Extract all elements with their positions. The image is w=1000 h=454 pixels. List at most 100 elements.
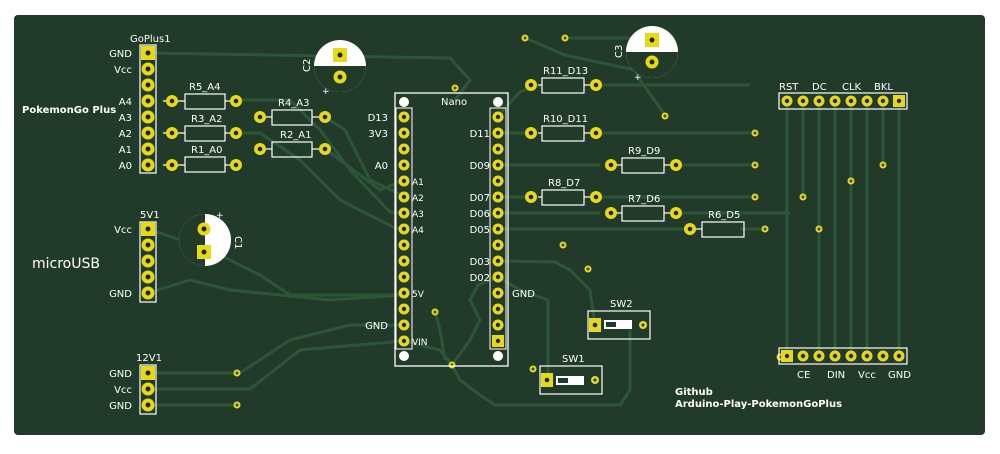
switch-sw1 — [539, 365, 603, 395]
nano-left-hole — [401, 162, 407, 168]
r8-label: R8_D7 — [548, 178, 580, 189]
lcd-top-hole — [864, 98, 870, 104]
nano-right-hole — [495, 146, 501, 152]
lcd-top-hole — [832, 98, 838, 104]
nano-left-hole — [401, 114, 407, 120]
r5-label: R5_A4 — [189, 82, 221, 93]
nano-right-label: D02 — [470, 273, 490, 284]
r10-label: R10_D11 — [543, 114, 588, 125]
nano-left-hole — [401, 242, 407, 248]
nano-left-hole — [401, 226, 407, 232]
lcd-bottom-hole — [816, 353, 822, 359]
c2-plus-mark: + — [322, 87, 330, 97]
c3-plus-mark: + — [634, 73, 642, 83]
nano-left-hole — [401, 178, 407, 184]
goplus-connector-outline — [139, 44, 157, 174]
r11-label: R11_D13 — [543, 66, 588, 77]
nano-mount-holes — [399, 97, 503, 361]
resistor-holes-right — [528, 82, 693, 232]
nano-right-hole — [495, 242, 501, 248]
nano-left-hole — [401, 210, 407, 216]
lcd-top-hole — [800, 98, 806, 104]
nano-right-hole — [495, 194, 501, 200]
c1-label: C1 — [232, 236, 243, 249]
r4-label: R4_A3 — [278, 98, 310, 109]
capacitor-c3 — [626, 26, 678, 78]
nano-left-label: D13 — [368, 113, 388, 124]
goplus-pin-label: A0 — [119, 161, 132, 172]
nano-right-hole — [495, 290, 501, 296]
lcd-bottom-label: DIN — [827, 370, 845, 381]
c1-plus-mark: + — [216, 211, 224, 221]
nano-inner-label: A3 — [412, 210, 424, 220]
nano-left-hole — [401, 194, 407, 200]
nano-inner-label: A1 — [412, 178, 424, 188]
lcd-bottom-label: Vcc — [858, 370, 876, 381]
lcd-top-label: RST — [779, 82, 799, 93]
lcd-top-pads — [781, 95, 905, 107]
nano-right-hole — [495, 274, 501, 280]
nano-right-hole — [495, 162, 501, 168]
nano-left-label: 3V3 — [368, 129, 388, 140]
switch-sw2 — [587, 310, 651, 340]
nano-right-hole — [495, 226, 501, 232]
nano-right-pads — [492, 111, 504, 347]
nano-right-hole — [495, 210, 501, 216]
goplus-pin-label: A2 — [119, 129, 132, 140]
repo-name-label: Arduino-Play-PokemonGoPlus — [675, 399, 842, 410]
lcd-top-hole — [880, 98, 886, 104]
goplus-pin-label: A3 — [119, 113, 132, 124]
pokemon-go-plus-title: PokemonGo Plus — [22, 105, 116, 116]
nano-inner-label: 5V — [412, 290, 425, 300]
nano-left-hole — [401, 274, 407, 280]
copper-traces — [147, 36, 901, 407]
nano-left-hole — [401, 338, 407, 344]
nano-left-header — [395, 107, 413, 350]
capacitor-c2 — [314, 40, 366, 92]
lcd-bottom-hole — [880, 353, 886, 359]
nano-left-label: GND — [365, 321, 388, 332]
twelvev-pin-label: Vcc — [114, 385, 132, 396]
nano-right-hole — [495, 178, 501, 184]
goplus-pin-label: A1 — [119, 145, 132, 156]
nano-right-header — [489, 107, 507, 350]
goplus-ref-label: GoPlus1 — [130, 34, 171, 45]
r3-label: R3_A2 — [191, 114, 223, 125]
fivev-ref-label: 5V1 — [140, 210, 160, 221]
sw2-label: SW2 — [610, 299, 633, 310]
lcd-bottom-header — [778, 347, 908, 365]
github-label: Github — [675, 387, 713, 398]
lcd-top-hole — [784, 98, 790, 104]
lcd-top-label: CLK — [842, 82, 862, 93]
nano-outline — [394, 92, 509, 367]
r7-label: R7_D6 — [628, 194, 660, 205]
fivev-holes — [145, 226, 151, 296]
goplus-holes — [145, 50, 151, 168]
nano-left-hole — [401, 322, 407, 328]
nano-inner-label: A2 — [412, 194, 424, 204]
goplus-pads — [141, 46, 155, 172]
nano-left-hole — [401, 130, 407, 136]
lcd-bottom-hole — [848, 353, 854, 359]
goplus-pin-label: A4 — [119, 97, 132, 108]
nano-right-label: D09 — [470, 161, 490, 172]
fivev-pin-label: GND — [109, 289, 132, 300]
r2-label: R2_A1 — [280, 130, 312, 141]
nano-right-label: D11 — [470, 129, 490, 140]
lcd-bottom-hole — [864, 353, 870, 359]
r6-label: R6_D5 — [708, 210, 740, 221]
c2-label: C2 — [302, 59, 313, 72]
twelvev-ref-label: 12V1 — [136, 353, 162, 364]
capacitor-c1 — [179, 214, 231, 266]
lcd-top-header — [778, 92, 908, 110]
nano-title: Nano — [441, 97, 467, 108]
resistor-bodies-right — [538, 77, 745, 238]
lcd-top-hole — [816, 98, 822, 104]
lcd-bottom-hole — [896, 353, 902, 359]
nano-right-label: D05 — [470, 225, 490, 236]
lcd-bottom-hole — [784, 353, 790, 359]
nano-left-hole — [401, 290, 407, 296]
fivev-pin-label: Vcc — [114, 225, 132, 236]
